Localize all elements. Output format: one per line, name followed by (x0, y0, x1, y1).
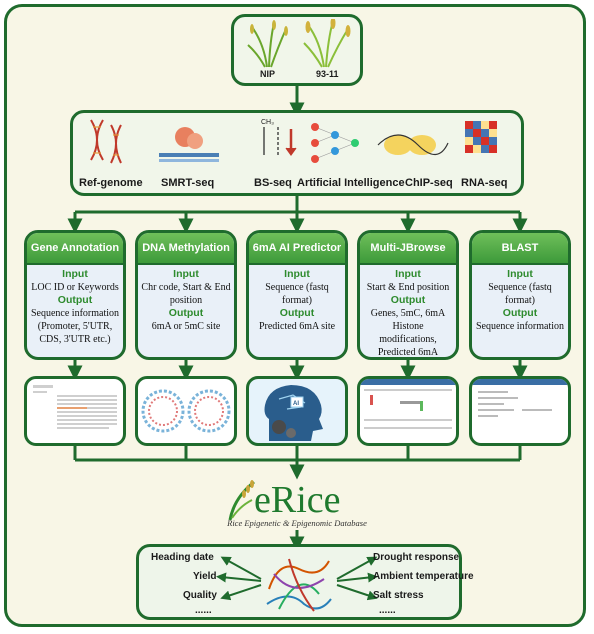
input-label: Input (395, 268, 421, 280)
input-text: Chr code, Start & End position (141, 282, 231, 306)
input-text: LOC ID or Keywords (31, 282, 119, 293)
module-title: 6mA AI Predictor (249, 233, 345, 265)
trait-more-right: ...... (379, 605, 396, 616)
bs-seq-icon: CH₃ (261, 119, 297, 157)
output-label: Output (279, 307, 315, 319)
output-label: Output (502, 307, 538, 319)
logo-subtitle: Rice Epigenetic & Epigenomic Database (227, 518, 367, 528)
source-rna-seq: RNA-seq (461, 177, 508, 189)
trait-yield: Yield (193, 571, 217, 582)
variety-label-nip: NIP (260, 69, 276, 79)
input-label: Input (173, 268, 199, 280)
svg-text:CH₃: CH₃ (261, 119, 274, 126)
source-ai: Artificial Intelligence (297, 177, 405, 189)
trait-more-left: ...... (195, 605, 212, 616)
trait-drought-response: Drought response (373, 552, 460, 563)
output-label: Output (168, 307, 204, 319)
blast-screenshot (469, 376, 571, 446)
ai-chip-label: AI (293, 401, 299, 407)
module-title: Multi-JBrowse (360, 233, 456, 265)
trait-arrows (216, 556, 378, 601)
rice-varieties-box: NIP 93-11 (231, 14, 363, 86)
input-text: Start & End position (366, 282, 450, 293)
source-ref-genome: Ref-genome (79, 177, 143, 189)
input-text: Sequence (fastq format) (265, 282, 329, 306)
input-label: Input (507, 268, 533, 280)
output-text: Sequence information (Promoter, 5'UTR, C… (30, 308, 120, 345)
rice-leaf-logo-icon (228, 480, 255, 521)
output-text: Predicted 6mA site (258, 321, 336, 332)
module-gene-annotation: Gene Annotation Input LOC ID or Keywords… (24, 230, 126, 360)
source-smrt-seq: SMRT-seq (161, 177, 215, 189)
methylation-circos-screenshot (135, 376, 237, 446)
source-bs-seq: BS-seq (254, 177, 292, 189)
module-title: BLAST (472, 233, 568, 265)
output-label: Output (390, 294, 426, 306)
neural-network-icon (311, 123, 359, 163)
rice-plant-icon (247, 19, 351, 68)
trait-ambient-temperature: Ambient temperature (373, 571, 474, 582)
module-multi-jbrowse: Multi-JBrowse Input Start & End position… (357, 230, 459, 360)
input-label: Input (284, 268, 310, 280)
logo-name: eRice (254, 479, 341, 521)
data-source-icons: CH₃ (90, 119, 497, 164)
output-text: Sequence information (475, 321, 565, 332)
input-label: Input (62, 268, 88, 280)
jbrowse-screenshot (357, 376, 459, 446)
output-text: Genes, 5mC, 6mA Histone modifications, P… (370, 308, 446, 358)
trait-quality: Quality (183, 590, 217, 601)
smrt-seq-icon (159, 127, 219, 162)
output-label: Output (57, 294, 93, 306)
dna-helix-icon (90, 119, 122, 164)
output-text: 6mA or 5mC site (151, 321, 221, 332)
module-6ma-ai-predictor: 6mA AI Predictor Input Sequence (fastq f… (246, 230, 348, 360)
trait-heading-date: Heading date (151, 552, 214, 563)
trait-salt-stress: Salt stress (373, 590, 424, 601)
module-title: DNA Methylation (138, 233, 234, 265)
chip-seq-icon (377, 134, 449, 156)
module-dna-methylation: DNA Methylation Input Chr code, Start & … (135, 230, 237, 360)
source-chip-seq: ChIP-seq (405, 177, 453, 189)
erice-logo: eRice Rice Epigenetic & Epigenomic Datab… (222, 478, 372, 530)
data-sources-box: CH₃ Ref-genome SMRT-seq BS-seq Artificia… (70, 110, 524, 196)
chromatin-structure-icon (266, 558, 332, 612)
heatmap-icon (465, 121, 497, 153)
gene-annotation-screenshot (24, 376, 126, 446)
module-title: Gene Annotation (27, 233, 123, 265)
ai-predictor-illustration: AI (246, 376, 348, 446)
traits-box: Heading date Yield Quality ...... Drough… (136, 544, 474, 620)
variety-label-9311: 93-11 (316, 69, 339, 79)
input-text: Sequence (fastq format) (488, 282, 552, 306)
module-blast: BLAST Input Sequence (fastq format) Outp… (469, 230, 571, 360)
